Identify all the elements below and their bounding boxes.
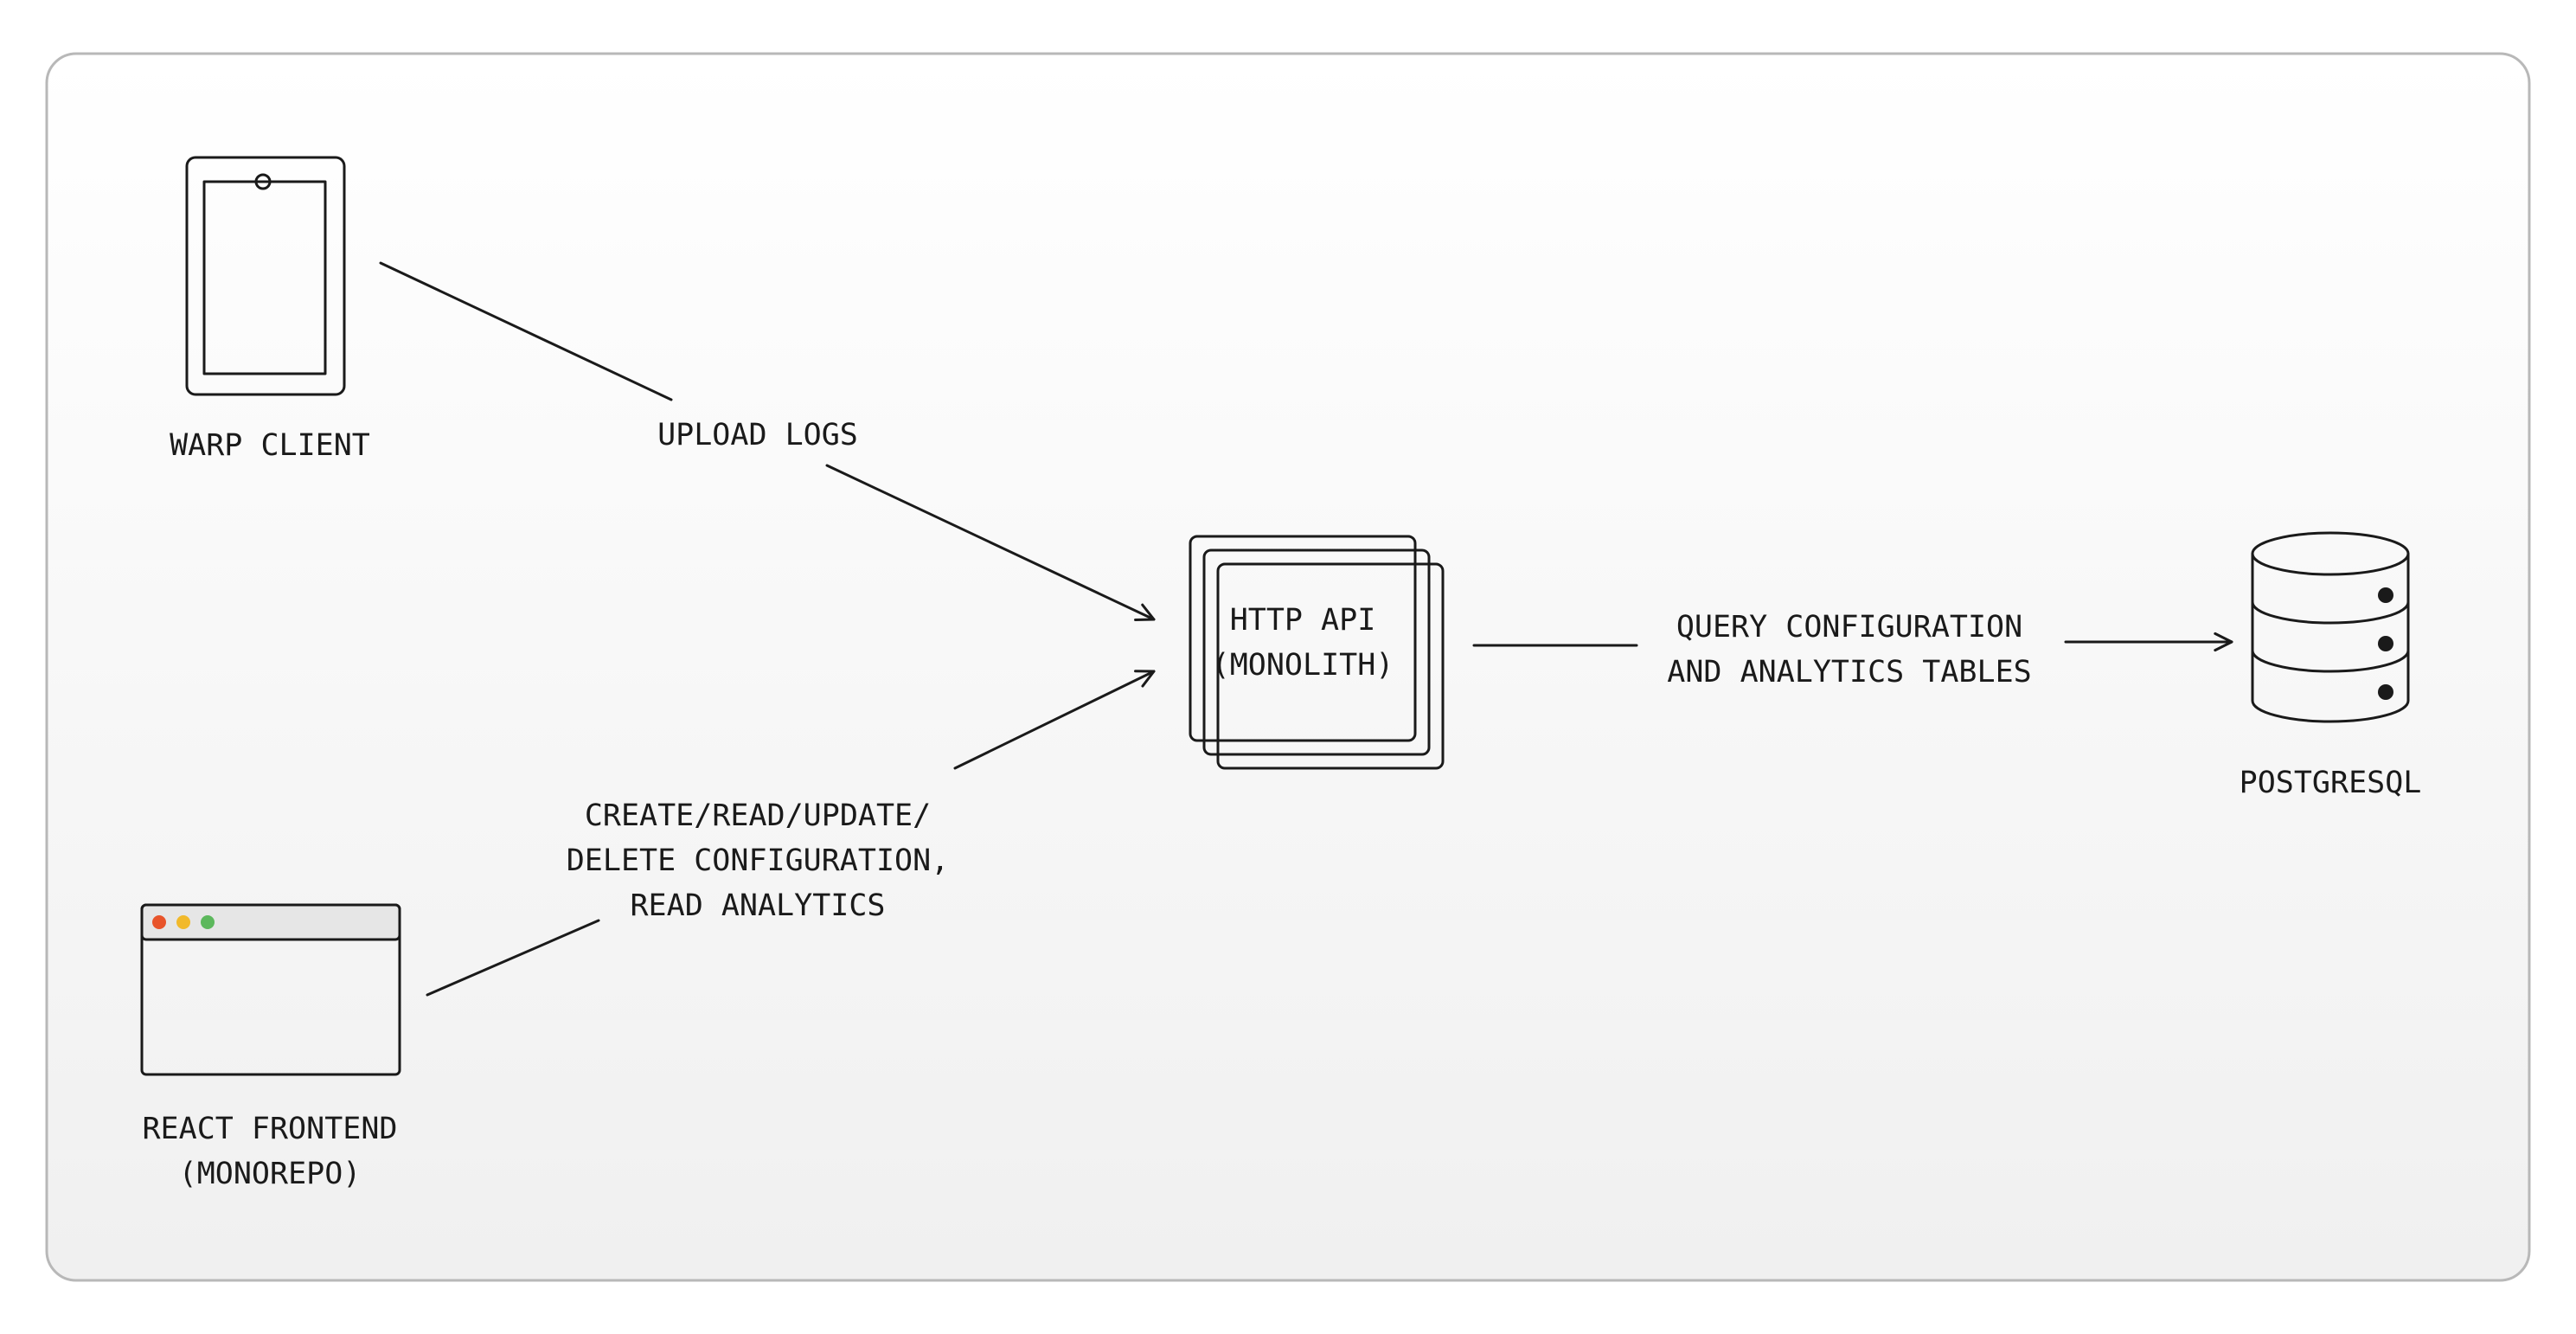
database-icon bbox=[2251, 531, 2410, 723]
warp-client-label: WARP CLIENT bbox=[170, 428, 370, 463]
window-close-dot bbox=[152, 915, 166, 929]
warp-client-node: WARP CLIENT bbox=[170, 156, 370, 463]
react-frontend-node: REACT FRONTEND (MONOREPO) bbox=[140, 903, 401, 1191]
crud-config-line-segment-1 bbox=[426, 919, 600, 997]
react-frontend-label-line1: REACT FRONTEND bbox=[142, 1112, 397, 1146]
crud-config-label-line2: DELETE CONFIGURATION, bbox=[567, 843, 950, 878]
query-tables-label-line2: AND ANALYTICS TABLES bbox=[1667, 655, 2031, 689]
react-frontend-label-line2: (MONOREPO) bbox=[179, 1157, 362, 1191]
browser-window-icon bbox=[140, 903, 401, 1076]
http-api-label-line1: HTTP API bbox=[1230, 603, 1376, 638]
crud-config-arrow bbox=[953, 670, 1156, 770]
query-tables-label-line1: QUERY CONFIGURATION bbox=[1676, 610, 2022, 645]
upload-logs-line-segment-1 bbox=[379, 261, 673, 401]
window-maximize-dot bbox=[201, 915, 215, 929]
diagram-frame bbox=[45, 52, 2531, 1282]
query-tables-edge: QUERY CONFIGURATION AND ANALYTICS TABLES bbox=[1472, 610, 2233, 689]
stacked-server-icon bbox=[1189, 535, 1445, 770]
crud-config-label-line1: CREATE/READ/UPDATE/ bbox=[585, 798, 931, 833]
upload-logs-arrow bbox=[825, 464, 1156, 622]
postgresql-node: POSTGRESQL bbox=[2240, 531, 2422, 800]
upload-logs-edge: UPLOAD LOGS bbox=[379, 261, 1156, 622]
postgresql-label: POSTGRESQL bbox=[2240, 766, 2422, 800]
crud-config-label-line3: READ ANALYTICS bbox=[630, 888, 885, 923]
upload-logs-label: UPLOAD LOGS bbox=[657, 418, 858, 452]
tablet-icon bbox=[185, 156, 346, 396]
window-minimize-dot bbox=[176, 915, 190, 929]
http-api-label-line2: (MONOLITH) bbox=[1212, 648, 1394, 683]
http-api-node: HTTP API (MONOLITH) bbox=[1189, 535, 1445, 770]
crud-config-edge: CREATE/READ/UPDATE/ DELETE CONFIGURATION… bbox=[426, 670, 1156, 997]
